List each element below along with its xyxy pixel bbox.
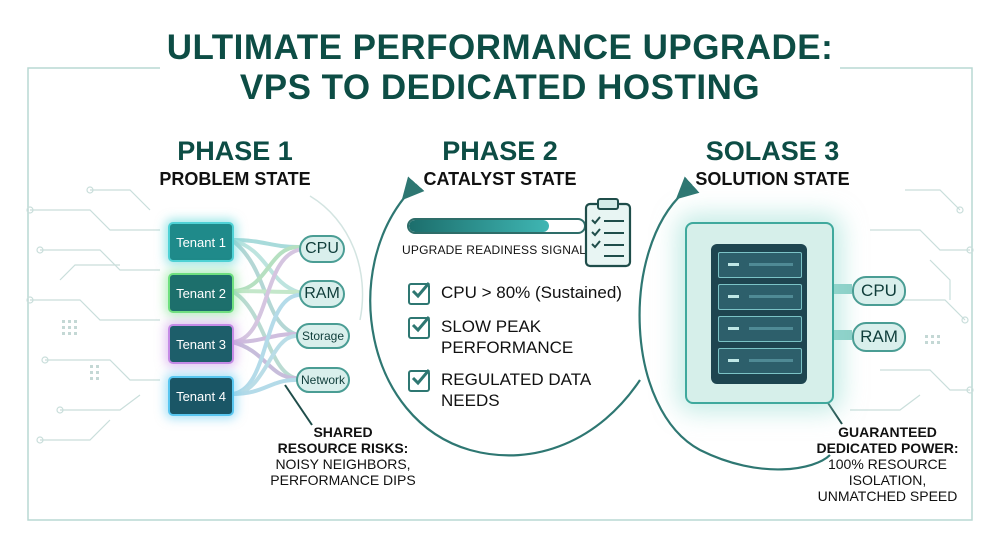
- circuit-traces-left: [26, 186, 160, 444]
- dedicated-resource-cpu: CPU: [852, 276, 906, 306]
- checklist-text: SLOW PEAK PERFORMANCE: [441, 316, 573, 358]
- phase2-arc: [369, 176, 641, 457]
- page-title-line2: VPS TO DEDICATED HOSTING: [239, 68, 761, 107]
- tenant-node: Tenant 4: [168, 376, 234, 416]
- outer-frame: [27, 67, 973, 521]
- guarantee-title-line2: DEDICATED POWER:: [816, 440, 959, 456]
- shared-resource-risks-label: SHARED RESOURCE RISKS: NOISY NEIGHBORS, …: [253, 424, 433, 488]
- risk-text-line2: PERFORMANCE DIPS: [270, 472, 416, 488]
- checklist-item: REGULATED DATA NEEDS: [408, 369, 591, 411]
- checklist-text-line2: NEEDS: [441, 391, 500, 410]
- checklist-item: CPU > 80% (Sustained): [408, 282, 622, 305]
- checklist-text-line2: PERFORMANCE: [441, 338, 574, 357]
- risk-title-line2: RESOURCE RISKS:: [277, 440, 409, 456]
- clipboard-checklist-icon: [584, 198, 632, 268]
- dot-grid-right: [925, 335, 940, 344]
- phase2-heading: PHASE 2: [442, 136, 558, 166]
- circuit-traces-right: [850, 189, 974, 411]
- readiness-signals-label: UPGRADE READINESS SIGNALS: [402, 243, 595, 257]
- shared-resource-storage: Storage: [296, 323, 350, 349]
- tenant-node: Tenant 2: [168, 273, 234, 313]
- guarantee-title-line1: GUARANTEED: [838, 424, 937, 440]
- checklist-text-line1: CPU > 80% (Sustained): [441, 283, 622, 302]
- dot-grid-left: [62, 320, 99, 380]
- phase3-heading: SOLASE 3: [705, 136, 840, 166]
- phase1-subheading: PROBLEM STATE: [159, 169, 311, 189]
- shared-resource-cpu: CPU: [299, 235, 345, 263]
- guarantee-text-line2: ISOLATION,: [848, 472, 927, 488]
- tenant-resource-connectors: [230, 238, 300, 396]
- server-unit: [718, 252, 802, 278]
- guaranteed-power-label: GUARANTEED DEDICATED POWER: 100% RESOURC…: [790, 424, 985, 504]
- checklist-text-line1: REGULATED DATA: [441, 370, 592, 389]
- phase3-header: SOLASE 3 SOLUTION STATE: [675, 136, 870, 190]
- risk-pointer-line: [284, 384, 313, 426]
- checklist-text-line1: SLOW PEAK: [441, 317, 542, 336]
- page-title-line1: ULTIMATE PERFORMANCE UPGRADE:: [166, 28, 834, 67]
- server-unit: [718, 316, 802, 342]
- shared-resource-ram: RAM: [299, 280, 345, 308]
- phase3-subheading: SOLUTION STATE: [695, 169, 850, 189]
- server-rack-icon: [711, 244, 807, 384]
- dedicated-resource-ram: RAM: [852, 322, 906, 352]
- guarantee-text-line1: 100% RESOURCE: [827, 456, 948, 472]
- tenant-node: Tenant 1: [168, 222, 234, 262]
- phase1-heading: PHASE 1: [177, 136, 293, 166]
- phase1-arc: [309, 195, 364, 321]
- checkbox-checked-icon: [408, 282, 431, 305]
- risk-text-line1: NOISY NEIGHBORS,: [275, 456, 411, 472]
- tenant-node: Tenant 3: [168, 324, 234, 364]
- readiness-progress-bar: [407, 218, 586, 234]
- phase3-arc: [638, 176, 831, 471]
- checklist-text: CPU > 80% (Sustained): [441, 282, 622, 303]
- phase2-subheading: CATALYST STATE: [423, 169, 577, 189]
- checkbox-checked-icon: [408, 369, 431, 392]
- checklist-item: SLOW PEAK PERFORMANCE: [408, 316, 573, 358]
- readiness-progress-fill: [409, 220, 549, 232]
- checklist-text: REGULATED DATA NEEDS: [441, 369, 591, 411]
- shared-resource-network: Network: [296, 367, 350, 393]
- phase2-header: PHASE 2 CATALYST STATE: [400, 136, 600, 190]
- phase1-header: PHASE 1 PROBLEM STATE: [130, 136, 340, 190]
- checkbox-checked-icon: [408, 316, 431, 339]
- server-unit: [718, 284, 802, 310]
- guarantee-text-line3: UNMATCHED SPEED: [817, 488, 958, 504]
- risk-title-line1: SHARED: [313, 424, 373, 440]
- server-unit: [718, 348, 802, 374]
